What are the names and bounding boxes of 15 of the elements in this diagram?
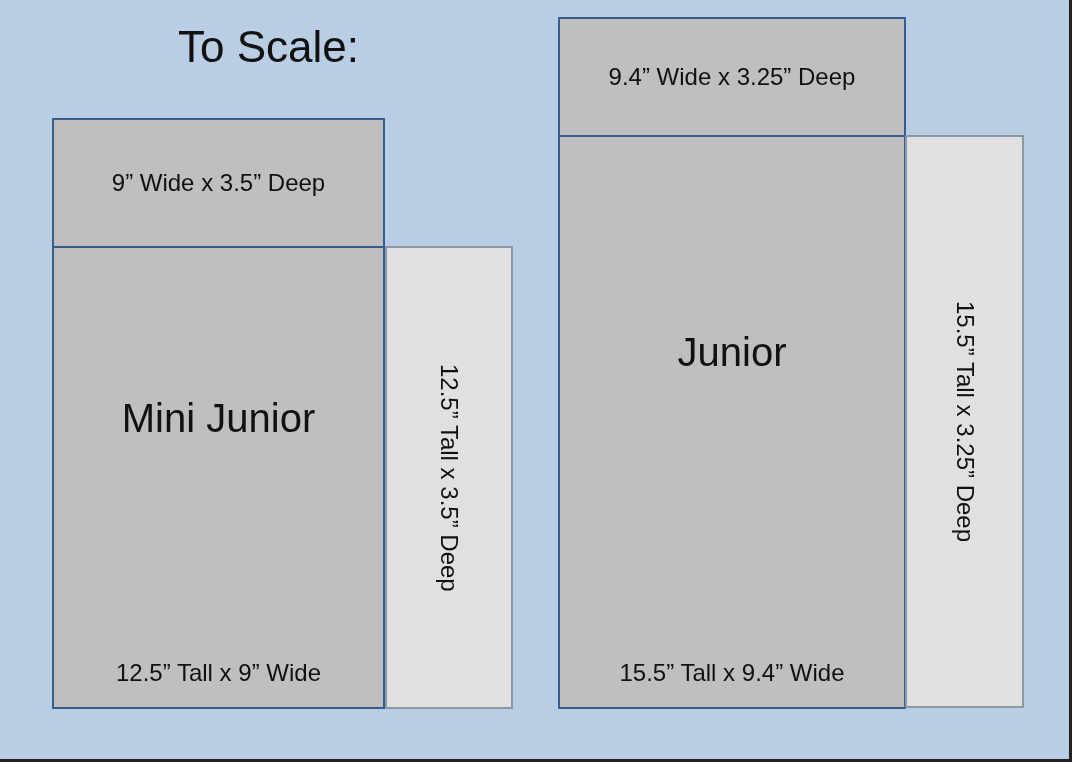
model-name: Mini Junior <box>121 394 316 442</box>
dimension-label: 15.5” Tall x 9.4” Wide <box>619 659 845 687</box>
title: To Scale: <box>178 22 359 72</box>
side-face-box <box>905 135 1024 708</box>
front-face-box <box>52 246 385 709</box>
dimension-label: 15.5” Tall x 3.25” Deep <box>950 301 979 542</box>
top-face-box <box>558 17 906 137</box>
dimension-label: 9.4” Wide x 3.25” Deep <box>608 63 856 91</box>
dimension-label: 12.5” Tall x 3.5” Deep <box>435 363 463 592</box>
side-face-box <box>385 246 513 709</box>
dimension-label: 9” Wide x 3.5” Deep <box>111 169 326 197</box>
top-face-box <box>52 118 385 248</box>
dimension-label: 12.5” Tall x 9” Wide <box>116 659 321 687</box>
front-face-box <box>558 135 906 709</box>
model-name: Junior <box>677 329 787 376</box>
